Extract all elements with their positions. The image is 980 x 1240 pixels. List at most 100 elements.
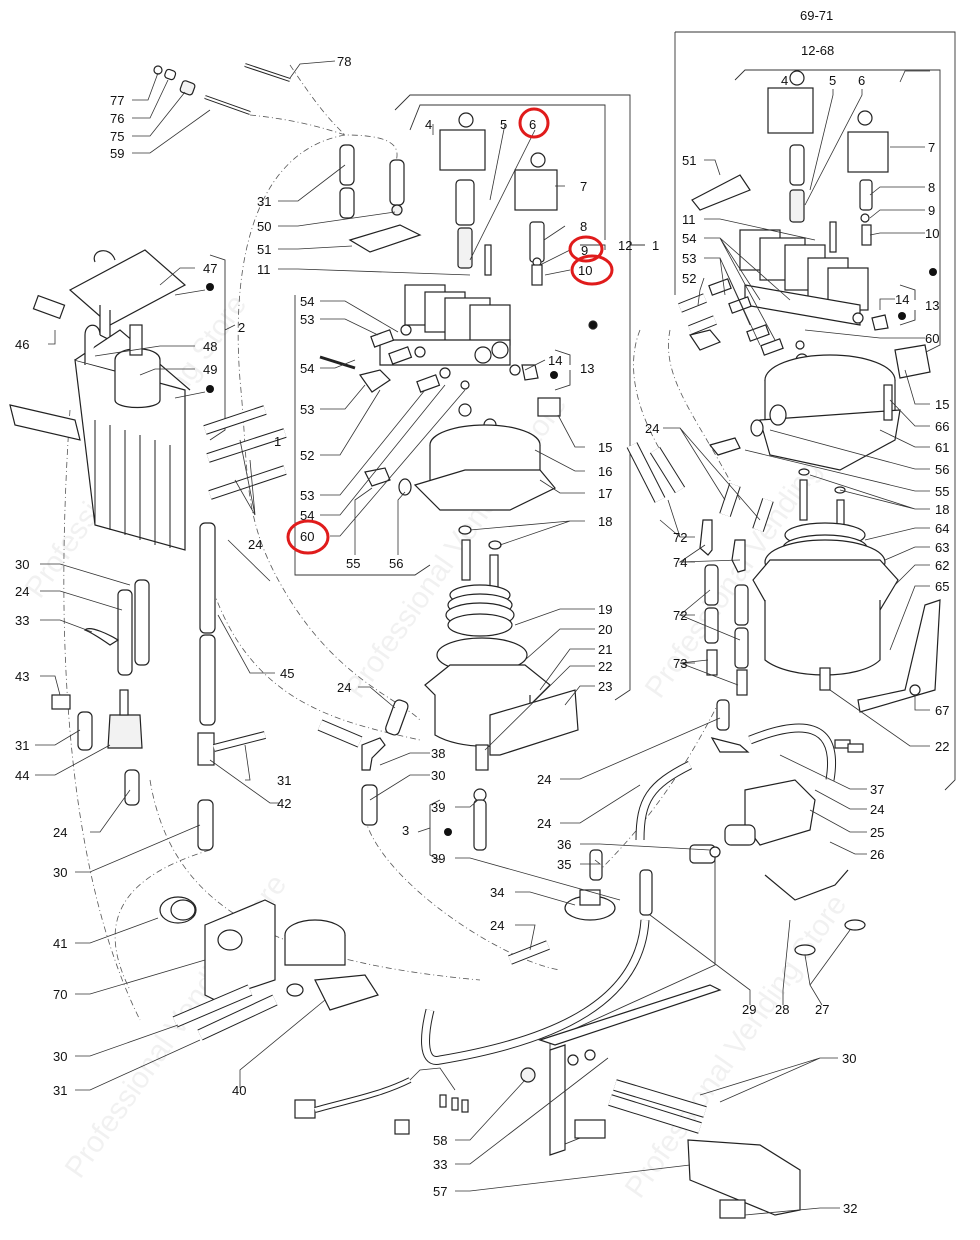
part-label: 53 [300,312,314,327]
top-left-fittings [153,63,291,115]
part-label: 23 [598,679,612,694]
part-label: 70 [53,987,67,1002]
part-label: 5 [829,73,836,88]
part-label: 47 [203,261,217,276]
part-label: 4 [781,73,788,88]
part-label: 8 [928,180,935,195]
part-label: 52 [682,271,696,286]
part-label: 30 [15,557,29,572]
part-label: 66 [935,419,949,434]
part-label: 39 [431,851,445,866]
part-label-highlighted: 10 [578,263,592,278]
part-label: 24 [337,680,351,695]
part-label: 67 [935,703,949,718]
water-inlet-assembly [159,896,379,1041]
part-label: 31 [257,194,271,209]
part-label: 60 [925,331,939,346]
part-label: 18 [935,502,949,517]
part-label: 29 [742,1002,756,1017]
part-label: 15 [598,440,612,455]
left-tubes [51,405,287,851]
part-label: 24 [53,825,67,840]
part-label: 49 [203,362,217,377]
front-panel [294,860,801,1219]
part-label: 64 [935,521,949,536]
part-label: 32 [843,1201,857,1216]
part-label: 53 [682,251,696,266]
highlight-circle-part-6 [518,107,550,139]
part-label: 17 [598,486,612,501]
part-label: 55 [935,484,949,499]
part-label: 33 [433,1157,447,1172]
part-label: 30 [53,865,67,880]
part-label: 56 [389,556,403,571]
group-label: 13 [580,361,594,376]
part-label: 55 [346,556,360,571]
part-label: 28 [775,1002,789,1017]
part-label: 24 [537,772,551,787]
highlight-circle-part-60 [286,519,330,555]
part-label: 33 [15,613,29,628]
boiler-right [708,354,941,713]
group-label: 1 [652,238,659,253]
part-label: 19 [598,602,612,617]
part-label: 54 [300,508,314,523]
part-label: 75 [110,129,124,144]
part-label-highlighted: 9 [581,243,588,258]
solenoid-valve-block-center [379,112,598,366]
included-part-dot [206,283,214,291]
part-label: 36 [557,837,571,852]
part-label: 22 [935,739,949,754]
part-number-labels: 78 77 76 75 59 31 50 51 11 47 46 48 49 4… [15,54,949,1216]
part-label: 30 [842,1051,856,1066]
part-label: 26 [870,847,884,862]
group-brackets [209,31,956,861]
part-label: 52 [300,448,314,463]
tube-bundle-24 [203,405,287,500]
tubes-top-center [339,144,422,253]
part-label-highlighted: 60 [300,529,314,544]
part-label: 50 [257,219,271,234]
right-fittings [678,278,809,367]
part-label: 65 [935,579,949,594]
part-label: 38 [431,746,445,761]
part-label: 48 [203,339,217,354]
part-label: 42 [277,796,291,811]
highlight-circle-part-9 [568,235,604,263]
part-label: 4 [425,117,432,132]
part-label: 30 [53,1049,67,1064]
part-label: 56 [935,462,949,477]
boiler-center [364,403,579,851]
part-label: 53 [300,488,314,503]
part-label: 14 [548,353,562,368]
part-label: 77 [110,93,124,108]
part-label: 14 [895,292,909,307]
part-label: 25 [870,825,884,840]
part-label: 22 [598,659,612,674]
part-label: 10 [925,226,939,241]
part-label: 74 [673,555,687,570]
part-label: 78 [337,54,351,69]
part-label: 72 [673,530,687,545]
part-label: 45 [280,666,294,681]
pump-assembly [421,699,866,1065]
part-label: 51 [257,242,271,257]
part-label: 58 [433,1133,447,1148]
group-label: 2 [238,320,245,335]
part-label: 44 [15,768,29,783]
part-label: 24 [490,918,504,933]
center-y-fittings [317,699,409,826]
part-label: 31 [15,738,29,753]
part-label: 24 [645,421,659,436]
part-label: 31 [53,1083,67,1098]
part-label: 57 [433,1184,447,1199]
part-label: 73 [673,656,687,671]
water-tank-assembly [9,249,191,551]
group-label: 12 [618,238,632,253]
part-label: 59 [110,146,124,161]
part-label: 34 [490,885,504,900]
part-label: 62 [935,558,949,573]
part-label: 40 [232,1083,246,1098]
part-label-highlighted: 6 [529,117,536,132]
part-label: 21 [598,642,612,657]
